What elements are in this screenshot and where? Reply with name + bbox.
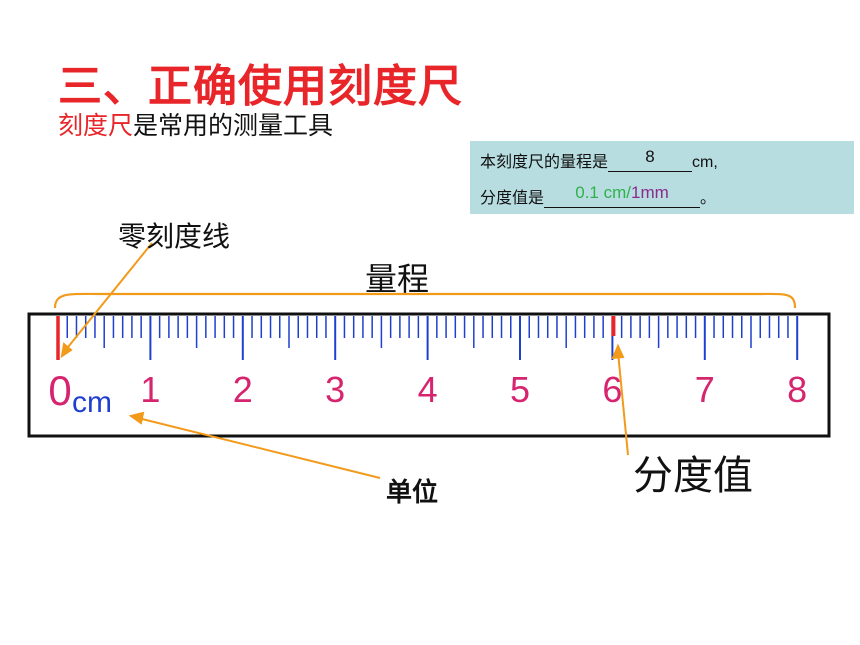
ruler-number-3: 3 [325,369,345,410]
division-answer-mm: 1mm [631,183,669,202]
division-blank: 0.1 cm/1mm [544,183,701,208]
ruler-number-4: 4 [418,369,438,410]
zero-line-label: 零刻度线 [118,220,231,253]
subtitle: 刻度尺是常用的测量工具 [58,106,333,142]
ruler-number-5: 5 [510,369,530,410]
ruler-unit: cm [72,386,112,419]
range-blank: 8 [608,147,693,172]
subtitle-highlight: 刻度尺 [58,111,134,140]
range-prefix: 本刻度尺的量程是 [480,152,609,171]
range-answer: 8 [645,147,655,166]
division-answer-cm: 0.1 cm [575,183,627,202]
zero-line-arrow [63,242,153,353]
division-suffix: 。 [700,188,717,207]
page-title: 三、正确使用刻度尺 [58,61,463,112]
ruler-number-7: 7 [695,369,715,410]
range-brace [53,292,797,309]
division-label: 分度值 [633,453,753,499]
ruler-number-6: 6 [602,369,622,410]
division-arrow [617,351,629,456]
subtitle-rest: 是常用的测量工具 [133,111,334,140]
unit-label: 单位 [386,478,439,508]
ruler-number-0: 0 [48,367,71,414]
division-highlight [611,316,616,336]
division-answer: 0.1 cm/1mm [544,183,700,203]
ruler-number-1: 1 [140,369,160,410]
range-suffix: cm, [692,154,718,171]
ruler-numbers: 0 1 2 3 4 5 6 7 8 [48,367,807,414]
ruler-ticks [56,316,799,360]
division-answer-sep: / [626,183,631,202]
question-line-range: 本刻度尺的量程是 8 cm, [480,147,718,172]
ruler-number-2: 2 [233,369,253,410]
unit-arrow [137,417,381,479]
range-label: 量程 [365,260,430,298]
division-arrowhead [611,343,625,360]
zero-line-arrowhead [60,342,73,359]
ruler-number-8: 8 [787,369,807,410]
division-prefix: 分度值是 [480,188,545,207]
unit-arrowhead [128,411,145,425]
